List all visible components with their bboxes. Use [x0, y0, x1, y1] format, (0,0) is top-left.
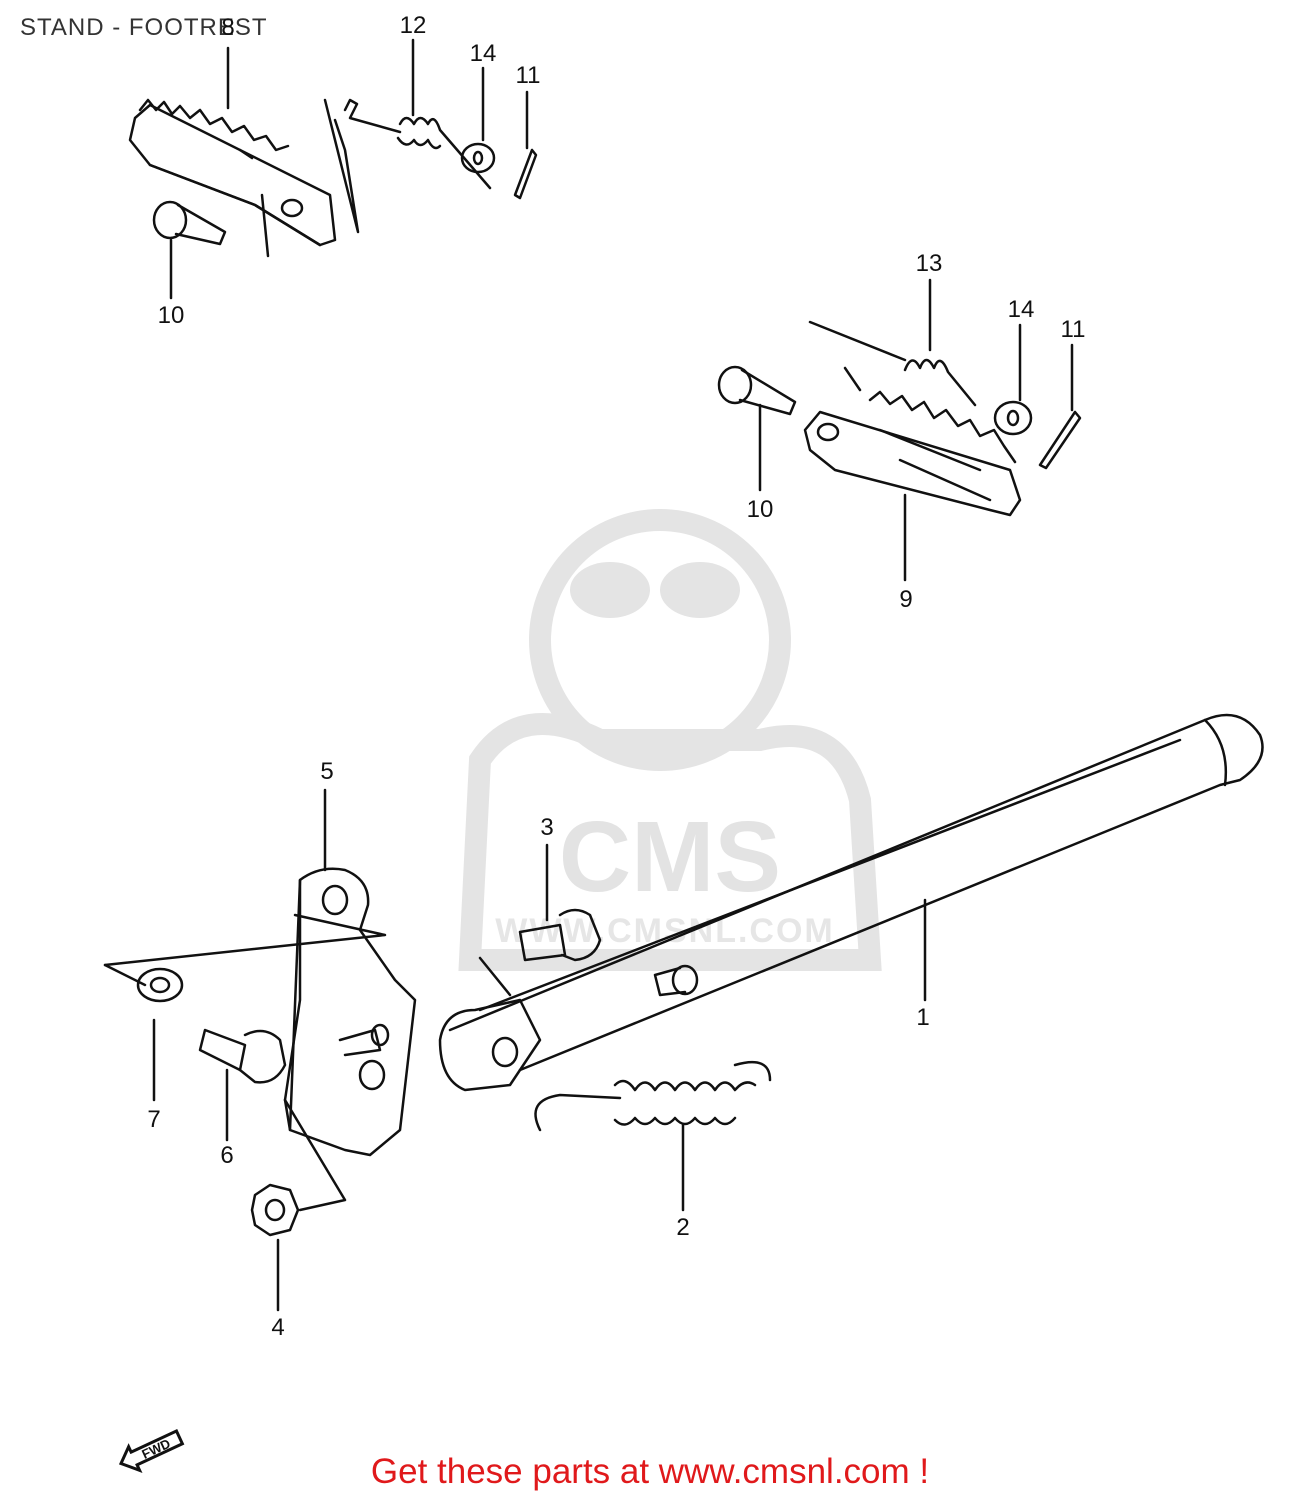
- fwd-arrow-icon: FWD: [118, 1429, 185, 1473]
- lock-washer-part-7: [103, 963, 184, 1003]
- diagram-title: STAND - FOOTREST: [20, 14, 268, 41]
- part-label-3: 3: [540, 814, 554, 841]
- part-label-7: 7: [147, 1106, 161, 1133]
- footrest-right-part-9: [803, 390, 1022, 517]
- side-stand-part-1: [438, 713, 1264, 1092]
- part-label-9: 9: [899, 586, 913, 613]
- spring-part-2: [534, 1060, 772, 1132]
- part-label-8: 8: [221, 14, 235, 41]
- watermark-body-shape: [458, 713, 882, 971]
- pin-part-10-left: [152, 200, 227, 246]
- bolt-part-3: [518, 908, 602, 962]
- part-label-11: 11: [1060, 316, 1086, 343]
- pivot-pin: [478, 956, 699, 997]
- footrest-left-part-8: [128, 98, 337, 258]
- part-label-5: 5: [320, 758, 334, 785]
- nut-part-4: [250, 1098, 347, 1237]
- part-label-12: 12: [399, 12, 427, 39]
- part-label-4: 4: [271, 1314, 285, 1341]
- washer-part-14-right: [993, 400, 1033, 436]
- leader-lines: [152, 38, 1074, 1312]
- watermark-goggle-right: [660, 562, 740, 618]
- part-label-13: 13: [915, 250, 943, 277]
- part-label-2: 2: [676, 1214, 690, 1241]
- cotter-pin-part-11-right: [1038, 410, 1082, 470]
- part-label-1: 1: [916, 1004, 930, 1031]
- watermark-url-text: WWW.CMSNL.COM: [495, 912, 835, 950]
- cotter-pin-part-11-left: [513, 148, 538, 200]
- spring-part-13: [808, 320, 977, 407]
- get-parts-link[interactable]: Get these parts at www.cmsnl.com !: [370, 1452, 930, 1491]
- watermark-head-circle: [529, 509, 791, 771]
- part-label-6: 6: [220, 1142, 234, 1169]
- part-label-10: 10: [746, 496, 774, 523]
- bracket-part-5: [103, 867, 417, 1157]
- bolt-part-6: [198, 1028, 287, 1084]
- spring-part-12: [323, 98, 492, 234]
- watermark-logo-text: CMS: [558, 801, 782, 913]
- watermark-goggle-left: [570, 562, 650, 618]
- part-label-14: 14: [1007, 296, 1035, 323]
- part-label-10: 10: [157, 302, 185, 329]
- pin-part-10-right: [717, 365, 797, 416]
- part-label-11: 11: [515, 62, 541, 89]
- washer-part-14-left: [460, 142, 496, 174]
- part-label-14: 14: [469, 40, 497, 67]
